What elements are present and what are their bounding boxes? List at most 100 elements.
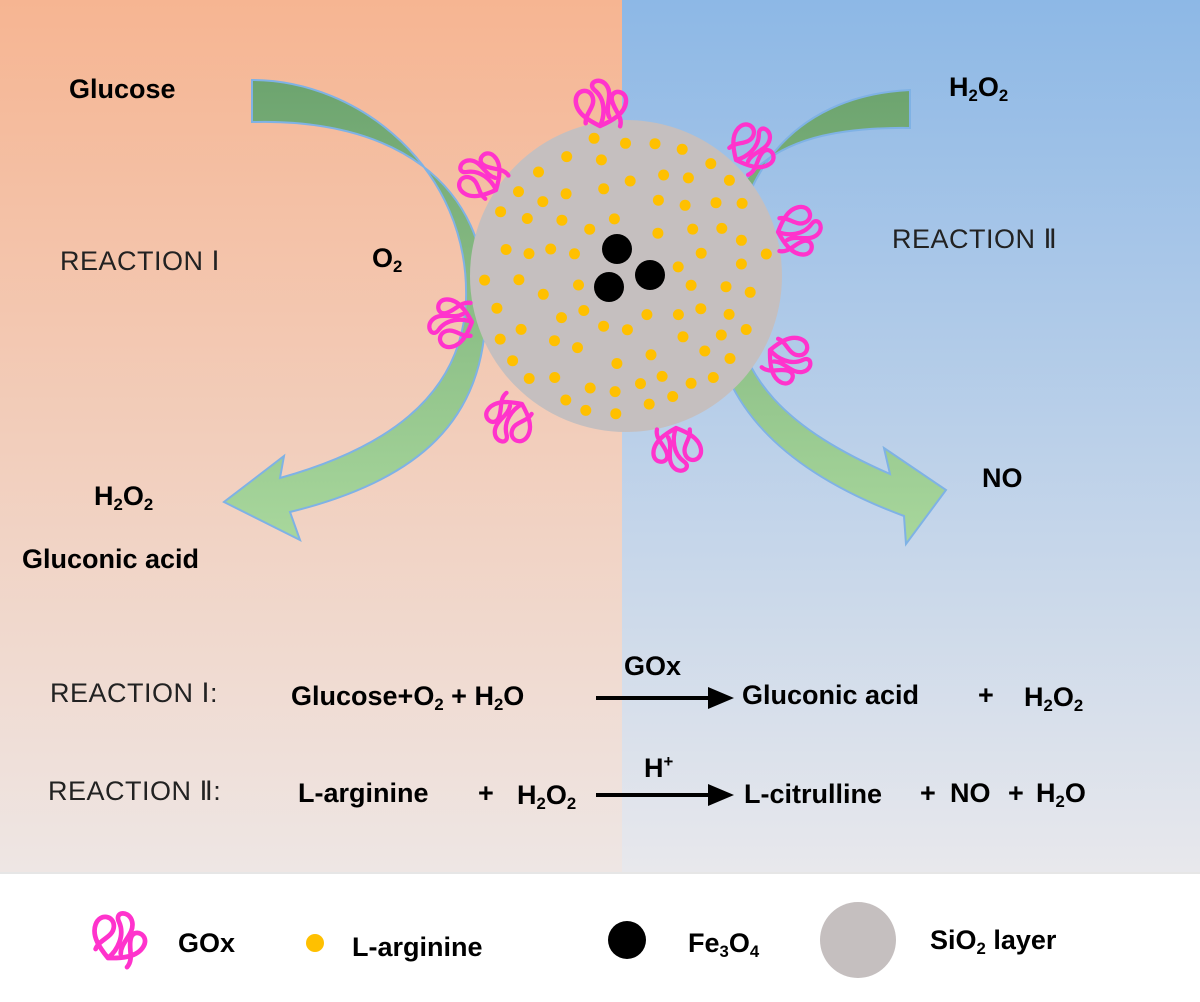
- l-arginine-dot: [687, 223, 699, 235]
- l-arginine-dot: [652, 227, 664, 239]
- l-arginine-dot: [740, 324, 752, 335]
- reaction-1-label: REACTION Ⅰ: [60, 246, 220, 276]
- l-arginine-dot: [560, 394, 572, 406]
- l-arginine-dot: [720, 281, 732, 293]
- l-arginine-dot: [610, 408, 622, 420]
- eq2-arrow-head: [708, 784, 734, 806]
- l-arginine-dots: [479, 132, 772, 420]
- eq2-plus: +: [478, 778, 494, 808]
- l-arginine-dot: [676, 143, 688, 155]
- legend-l-arginine-label: L-arginine: [352, 932, 483, 962]
- l-arginine-dot: [635, 378, 646, 390]
- l-arginine-dot: [549, 372, 561, 383]
- l-arginine-dot: [620, 137, 631, 149]
- l-arginine-dot: [658, 169, 670, 181]
- l-arginine-dot: [735, 234, 747, 246]
- l-arginine-dot: [672, 261, 684, 273]
- l-arginine-dot: [707, 372, 719, 383]
- l-arginine-dot: [573, 279, 584, 291]
- eq2-l-arginine: L-arginine: [298, 778, 429, 808]
- l-arginine-dot: [494, 333, 506, 345]
- l-arginine-dot: [537, 288, 549, 300]
- l-arginine-dot: [641, 309, 653, 321]
- h2o2-reactant-label: H2O2: [949, 72, 1009, 106]
- l-arginine-dot: [723, 174, 735, 186]
- l-arginine-dot: [595, 154, 607, 166]
- legend-fe3o4-icon: [608, 921, 646, 959]
- l-arginine-dot: [649, 138, 661, 150]
- l-arginine-dot: [549, 335, 560, 347]
- legend-gox-icon: [86, 905, 152, 970]
- l-arginine-dot: [679, 199, 691, 211]
- l-arginine-dot: [495, 206, 507, 218]
- l-arginine-dot: [515, 323, 527, 335]
- eq2-reaction-label: REACTION Ⅱ:: [48, 776, 222, 806]
- l-arginine-dot: [744, 286, 756, 298]
- no-product-label: NO: [982, 463, 1023, 493]
- l-arginine-dot: [760, 248, 772, 260]
- l-arginine-dot: [611, 358, 623, 369]
- eq2-plus-2: +: [920, 778, 936, 808]
- l-arginine-dot: [569, 248, 580, 260]
- gluconic-acid-label: Gluconic acid: [22, 544, 200, 574]
- l-arginine-dot: [572, 342, 583, 354]
- l-arginine-dot: [608, 213, 620, 225]
- l-arginine-dot: [685, 377, 697, 389]
- l-arginine-dot: [479, 274, 491, 286]
- l-arginine-dot: [609, 386, 621, 398]
- l-arginine-dot: [523, 248, 535, 260]
- l-arginine-dot: [677, 331, 689, 343]
- left-panel-bg: [0, 0, 622, 872]
- l-arginine-dot: [645, 349, 657, 361]
- eq2-h2o2: H2O2: [517, 780, 577, 814]
- l-arginine-dot: [685, 279, 697, 291]
- fe3o4-core-particle: [635, 260, 665, 290]
- fe3o4-core-particle: [594, 272, 624, 302]
- l-arginine-dot: [513, 186, 524, 198]
- l-arginine-dot: [598, 183, 610, 195]
- l-arginine-dot: [533, 166, 544, 178]
- legend-l-arginine-icon: [306, 934, 324, 952]
- l-arginine-dot: [643, 398, 655, 410]
- l-arginine-dot: [588, 132, 600, 144]
- l-arginine-dot: [580, 404, 592, 416]
- legend-gox-label: GOx: [178, 928, 236, 958]
- h2o2-product-label: H2O2: [94, 481, 154, 515]
- legend-sio2-icon: [820, 902, 896, 978]
- l-arginine-dot: [556, 214, 568, 226]
- l-arginine-dot: [537, 196, 549, 208]
- l-arginine-dot: [735, 258, 747, 270]
- legend-sio2-label: SiO2 layer: [930, 925, 1057, 959]
- eq2-no: NO: [950, 778, 991, 808]
- l-arginine-dot: [624, 175, 636, 187]
- l-arginine-dot: [695, 247, 707, 259]
- l-arginine-dot: [598, 320, 610, 332]
- right-panel-bg: [622, 0, 1200, 872]
- l-arginine-dot: [667, 391, 679, 402]
- l-arginine-dot: [523, 373, 535, 384]
- l-arginine-dot: [507, 355, 519, 367]
- eq1-product-acid: Gluconic acid: [742, 680, 920, 710]
- l-arginine-dot: [736, 197, 748, 209]
- o2-label: O2: [372, 243, 403, 277]
- l-arginine-dot: [500, 244, 512, 255]
- eq1-catalyst-gox: GOx: [624, 651, 682, 681]
- l-arginine-dot: [584, 382, 596, 394]
- l-arginine-dot: [672, 309, 684, 321]
- l-arginine-dot: [699, 345, 711, 357]
- l-arginine-dot: [560, 188, 572, 200]
- l-arginine-dot: [705, 158, 717, 170]
- eq2-l-citrulline: L-citrulline: [744, 779, 883, 809]
- eq1-product-h2o2: H2O2: [1024, 682, 1084, 716]
- l-arginine-dot: [545, 243, 557, 255]
- l-arginine-dot: [521, 213, 533, 224]
- l-arginine-dot: [584, 223, 596, 235]
- left-curved-arrow: [222, 78, 488, 543]
- l-arginine-dot: [561, 151, 573, 163]
- eq1-reactants: Glucose+O2 + H2O: [291, 681, 525, 715]
- l-arginine-dot: [656, 370, 668, 382]
- l-arginine-dot: [715, 329, 727, 341]
- l-arginine-dot: [556, 312, 567, 324]
- glucose-label: Glucose: [69, 74, 176, 104]
- reaction-2-label: REACTION Ⅱ: [892, 224, 1058, 254]
